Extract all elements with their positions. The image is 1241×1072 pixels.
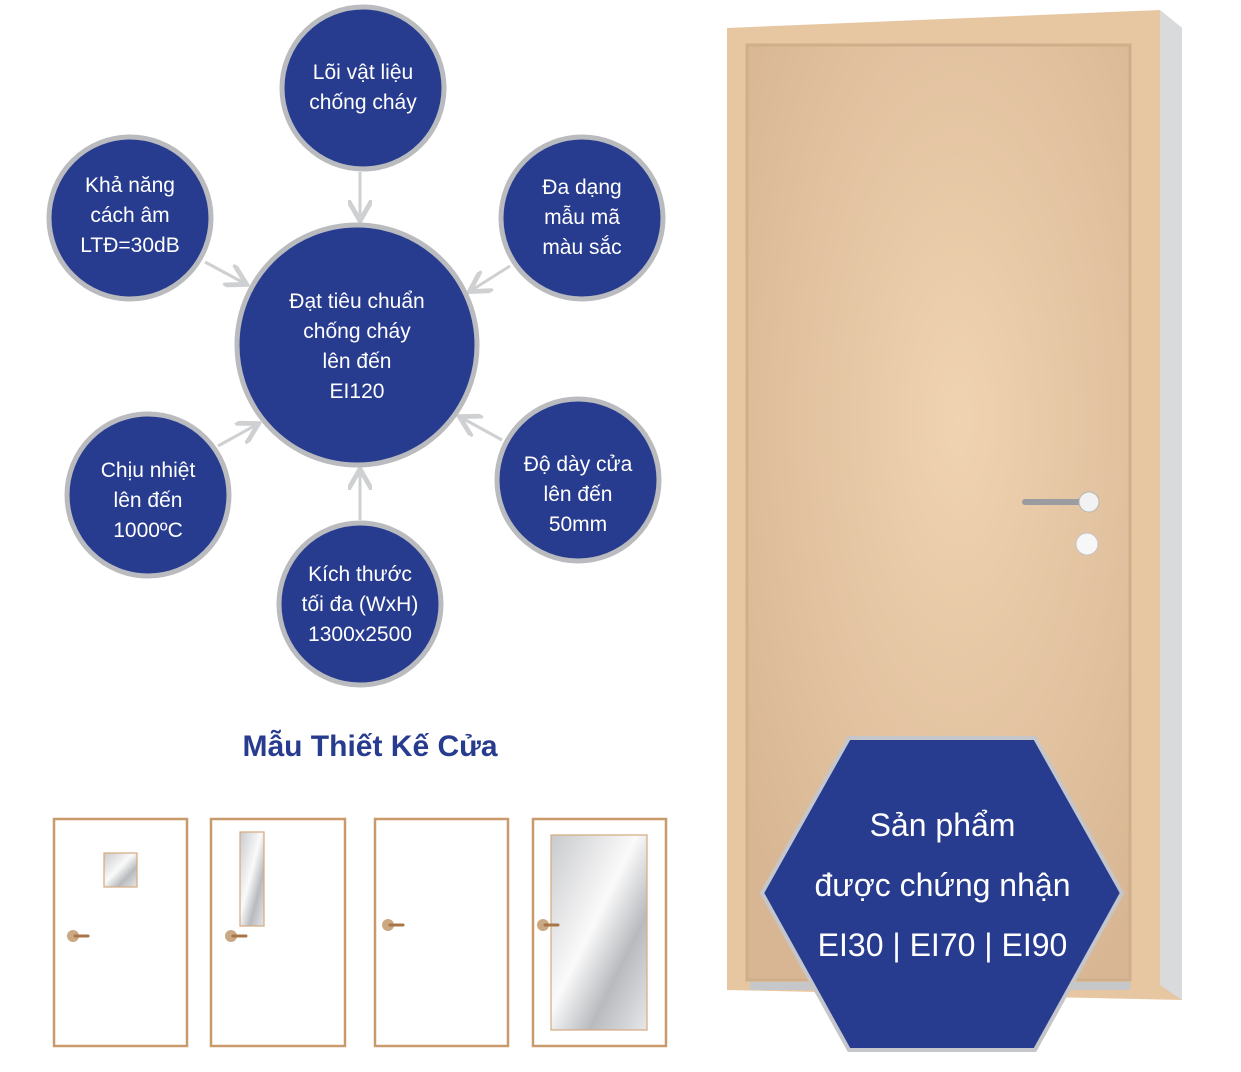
line: 1300x2500	[308, 623, 412, 646]
door-design-solid	[373, 817, 510, 1048]
arrows	[204, 172, 511, 520]
feature-top-right-text: Đa dạng mẫu mã màu sắc	[501, 170, 663, 266]
line: EI120	[329, 380, 385, 403]
line: chống cháy	[303, 320, 411, 343]
feature-top-left-text: Khả năng cách âm LTĐ=30dB	[49, 168, 211, 264]
line: tối đa (WxH)	[301, 593, 419, 616]
certification-text: Sản phẩm được chứng nhận EI30 | EI70 | E…	[790, 795, 1095, 975]
feature-circle-top-left	[46, 134, 214, 302]
line: 1000ºC	[113, 519, 183, 542]
feature-circle-bottom-left	[64, 411, 232, 579]
line: Đa dạng	[542, 176, 622, 199]
line: Khả năng	[85, 174, 175, 197]
line: lên đến	[113, 489, 183, 512]
line: cách âm	[90, 204, 170, 227]
line: chống cháy	[309, 91, 417, 114]
feature-top-text: Lõi vật liệu chống cháy	[282, 40, 444, 136]
feature-bottom-right-text: Độ dày cửa lên đến 50mm	[497, 447, 659, 543]
line: Kích thước	[308, 563, 412, 586]
line: được chứng nhận	[814, 867, 1071, 903]
line: mẫu mã	[544, 206, 620, 229]
feature-bottom-left-text: Chịu nhiệt lên đến 1000ºC	[67, 453, 229, 549]
line: Đạt tiêu chuẩn	[289, 290, 425, 313]
feature-circle-center	[234, 222, 480, 468]
feature-circle-bottom	[276, 520, 444, 688]
line: lên đến	[322, 350, 392, 373]
line: Lõi vật liệu	[312, 61, 414, 84]
feature-circle-top	[279, 4, 447, 172]
line: lên đến	[543, 483, 613, 506]
line: màu sắc	[542, 236, 622, 259]
line: EI30 | EI70 | EI90	[817, 927, 1068, 963]
line: 50mm	[548, 513, 608, 536]
feature-bottom-text: Kích thước tối đa (WxH) 1300x2500	[279, 557, 441, 653]
line: Chịu nhiệt	[100, 459, 196, 482]
designs-title: Mẫu Thiết Kế Cửa	[242, 730, 498, 763]
feature-circle-top-right	[498, 134, 666, 302]
line: Độ dày cửa	[523, 453, 633, 476]
line: Sản phẩm	[869, 807, 1016, 843]
certification-hexagon	[759, 736, 1125, 1052]
line: LTĐ=30dB	[80, 234, 180, 257]
feature-circle-bottom-right	[494, 396, 662, 564]
